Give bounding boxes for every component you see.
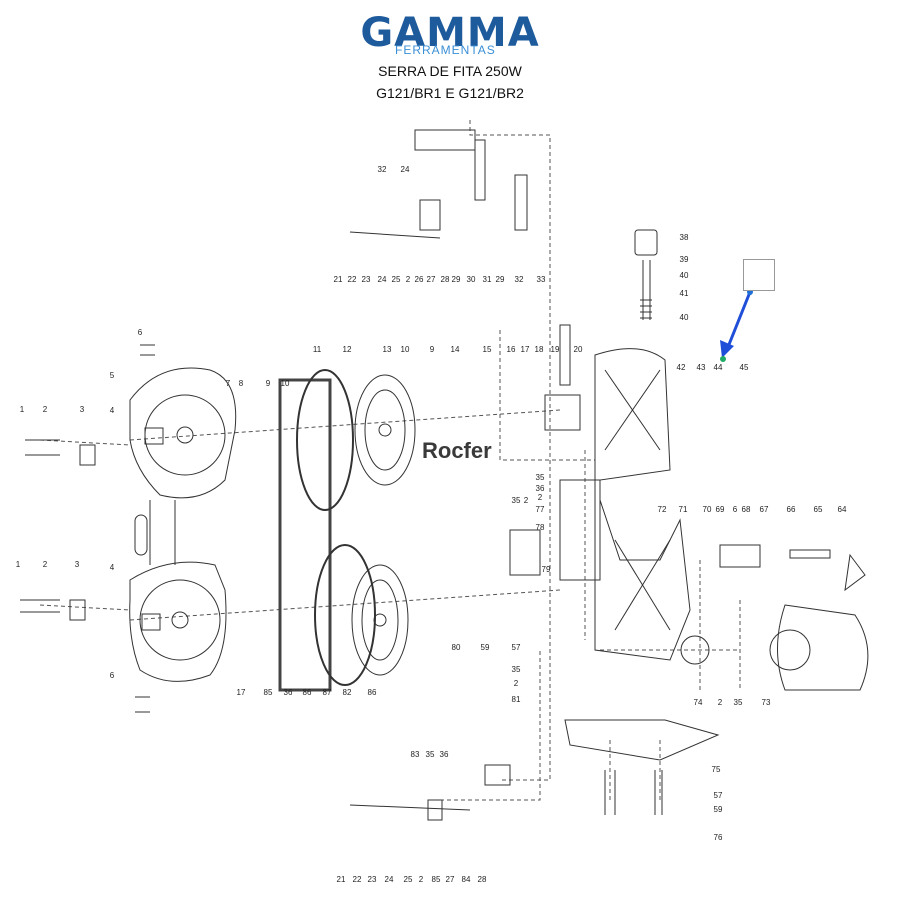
lower-wheel-housing [129, 500, 227, 682]
assembly-guide-lines [39, 120, 741, 801]
upper-guide-assembly [349, 129, 571, 386]
tire-lower [314, 544, 376, 686]
base-bolts [604, 770, 663, 815]
lower-guide-assembly [349, 764, 511, 821]
upper-wheel [354, 374, 416, 486]
lower-wheel [351, 564, 409, 676]
upper-wheel-housing [129, 367, 237, 499]
model-codes: G121/BR1 E G121/BR2 [376, 85, 524, 101]
lower-hub [141, 613, 161, 631]
callout-arrow [720, 289, 753, 362]
saw-blade [278, 378, 332, 692]
tire-upper [296, 369, 354, 511]
motor [680, 604, 869, 691]
main-frame [509, 348, 691, 661]
brand-logo: GAMMA [360, 10, 540, 56]
callout-box [743, 259, 775, 291]
brand-subtitle: FERRAMENTAS [395, 43, 496, 57]
tension-knob [634, 229, 658, 320]
switch-and-cord [719, 544, 866, 592]
left-fasteners [20, 344, 155, 713]
base-plate [564, 719, 720, 761]
watermark-text: Rocfer [422, 438, 492, 463]
upper-hub [144, 427, 164, 445]
diagram-title: SERRA DE FITA 250W [378, 63, 522, 79]
